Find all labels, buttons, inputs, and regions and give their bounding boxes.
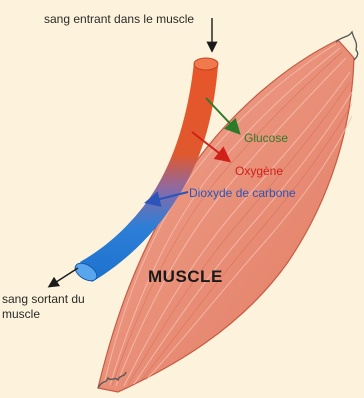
- blood-in-label: sang entrant dans le muscle: [44, 12, 204, 27]
- outflow-arrow: [50, 268, 78, 286]
- muscle-label: MUSCLE: [148, 266, 223, 287]
- oxygen-label: Oxygène: [235, 164, 283, 179]
- glucose-label: Glucose: [244, 131, 288, 146]
- blood-out-label: sang sortant du muscle: [2, 292, 92, 322]
- co2-label: Dioxyde de carbone: [189, 186, 299, 201]
- muscle-body: [98, 32, 358, 392]
